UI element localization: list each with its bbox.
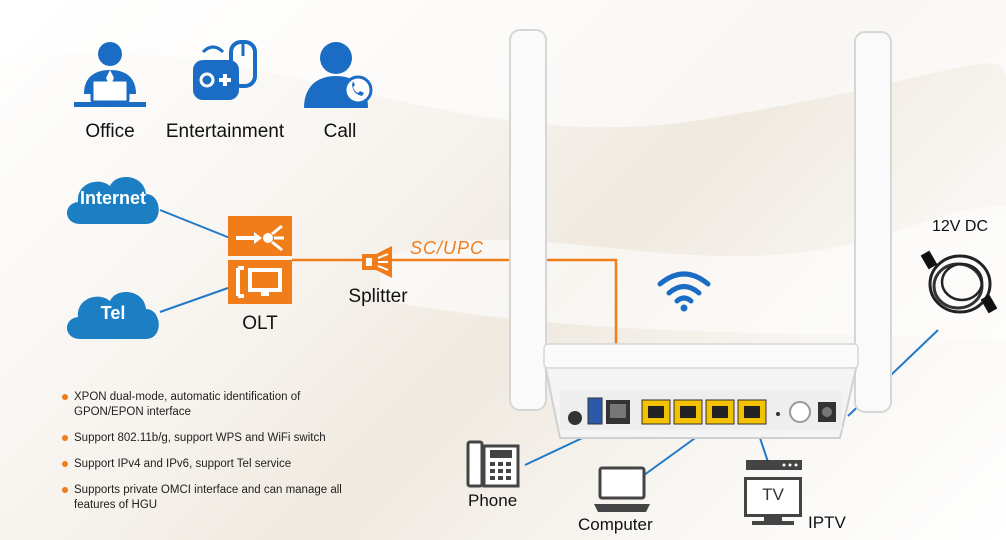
wifi-icon (657, 271, 711, 312)
feature-item: Support 802.11b/g, support WPS and WiFi … (62, 431, 362, 446)
cloud-label-tel: Tel (100, 303, 126, 323)
call-icon (304, 42, 373, 108)
office-icon (74, 42, 146, 107)
scenario-entertainment: Entertainment (160, 38, 290, 143)
olt-icon (228, 216, 292, 304)
olt-label: OLT (242, 313, 278, 334)
computer-icon (594, 466, 650, 512)
phone-icon (466, 440, 520, 488)
set-top-box-icon (746, 460, 802, 470)
scenario-label-entertainment: Entertainment (165, 121, 285, 142)
splitter: Splitter (338, 244, 418, 308)
router (509, 29, 892, 439)
tv-screen-text: TV (762, 485, 784, 504)
scenario-office: Office (70, 38, 150, 143)
cloud-tel: Tel (58, 283, 168, 343)
cloud-internet: Internet (58, 168, 168, 228)
scenario-label-call: Call (323, 121, 357, 142)
cloud-label-internet: Internet (79, 188, 146, 208)
tv-base (752, 521, 794, 525)
feature-item: XPON dual-mode, automatic identification… (62, 390, 324, 420)
olt: OLT (228, 216, 292, 335)
tv-screen (744, 477, 802, 517)
scenario-call: Call (300, 38, 380, 143)
splitter-icon (362, 246, 392, 278)
connector-label: SC/UPC (410, 238, 485, 258)
iptv-label: IPTV (808, 513, 846, 532)
computer-label: Computer (578, 515, 653, 534)
scenario-label-office: Office (85, 121, 135, 142)
power-label: 12V DC (932, 218, 989, 235)
feature-item: Supports private OMCI interface and can … (62, 483, 354, 513)
tv-set: TV (744, 477, 802, 525)
feature-item: Support IPv4 and IPv6, support Tel servi… (62, 457, 362, 472)
gamepad-icon (193, 40, 257, 100)
power-cable-icon (920, 250, 998, 314)
feature-list: XPON dual-mode, automatic identification… (62, 390, 362, 524)
tv-stand (764, 517, 782, 521)
phone-label: Phone (468, 491, 518, 510)
splitter-label: Splitter (348, 286, 408, 307)
right-antenna (854, 31, 892, 413)
left-antenna (509, 29, 547, 411)
